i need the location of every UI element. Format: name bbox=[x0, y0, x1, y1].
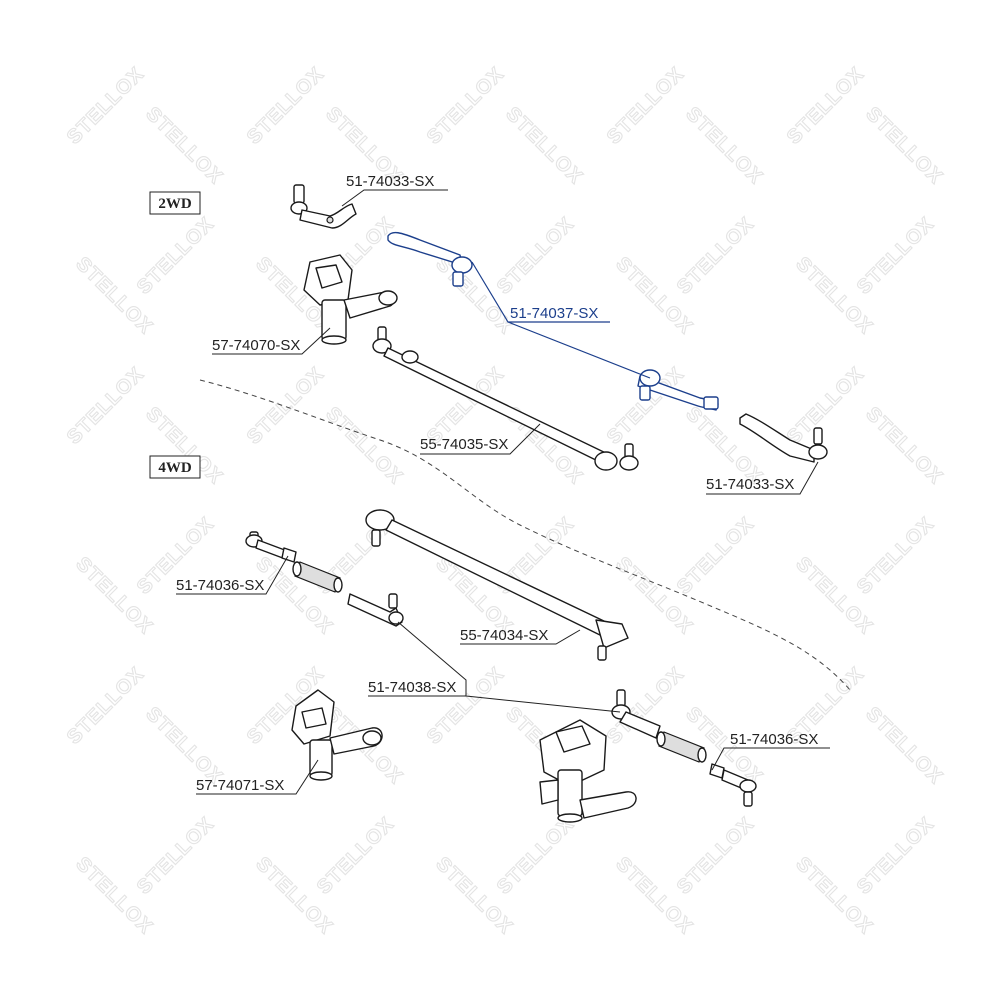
section-divider bbox=[199, 379, 851, 691]
watermark-text: STELLOX bbox=[853, 813, 939, 899]
watermark-text: STELLOX bbox=[133, 213, 219, 299]
watermark-text: STELLOX bbox=[243, 363, 329, 449]
idler-arm-2wd-part[interactable] bbox=[303, 254, 398, 345]
tie-rod-assembly-part[interactable] bbox=[387, 231, 719, 411]
center-link-2wd-part[interactable] bbox=[372, 326, 639, 471]
section-2wd-box: 2WD bbox=[149, 191, 201, 215]
label-center-link-4wd: 55-74034-SX bbox=[460, 627, 548, 644]
label-tie-rod-assembly: 51-74037-SX bbox=[510, 305, 598, 322]
adjusting-sleeve-left-part[interactable] bbox=[292, 561, 343, 593]
label-outer-end-4wd: 51-74038-SX bbox=[368, 679, 456, 696]
label-idler-arm-4wd: 57-74071-SX bbox=[196, 777, 284, 794]
label-idler-arm-2wd: 57-74070-SX bbox=[212, 337, 300, 354]
section-4wd-box: 4WD bbox=[149, 455, 201, 479]
label-center-link-2wd: 55-74035-SX bbox=[420, 436, 508, 453]
watermark-text: STELLOX bbox=[673, 513, 759, 599]
watermark-text: STELLOX bbox=[313, 813, 399, 899]
watermark-text: STELLOX bbox=[493, 813, 579, 899]
watermark-text: STELLOX bbox=[783, 363, 869, 449]
section-4wd-label: 4WD bbox=[158, 460, 192, 476]
idler-arm-4wd-part[interactable] bbox=[291, 689, 383, 781]
watermark-text: STELLOX bbox=[853, 513, 939, 599]
watermark-text: STELLOX bbox=[501, 103, 587, 189]
label-tie-rod-end-top: 51-74033-SX bbox=[346, 173, 434, 190]
outer-end-4wd-right-part[interactable] bbox=[611, 689, 661, 739]
watermark-text: STELLOX bbox=[861, 703, 947, 789]
label-tie-rod-end-right: 51-74033-SX bbox=[706, 476, 794, 493]
inner-end-left-part[interactable] bbox=[245, 531, 297, 563]
tie-rod-end-top-part[interactable] bbox=[290, 184, 357, 229]
watermark-text: STELLOX bbox=[861, 103, 947, 189]
leader-lines bbox=[176, 189, 830, 795]
watermark-text: STELLOX bbox=[63, 63, 149, 149]
watermark-text: STELLOX bbox=[603, 63, 689, 149]
watermark-text: STELLOX bbox=[673, 213, 759, 299]
watermark-text: STELLOX bbox=[673, 813, 759, 899]
watermark-text: STELLOX bbox=[423, 663, 509, 749]
watermark-text: STELLOX bbox=[681, 103, 767, 189]
watermark-text: STELLOX bbox=[243, 63, 329, 149]
watermark-text: STELLOX bbox=[321, 403, 407, 489]
inner-end-right-part[interactable] bbox=[709, 763, 757, 807]
watermark-text: STELLOX bbox=[853, 213, 939, 299]
watermark-text: STELLOX bbox=[141, 703, 227, 789]
watermark-text: STELLOX bbox=[133, 813, 219, 899]
watermark-text: STELLOX bbox=[63, 663, 149, 749]
watermark-text: STELLOX bbox=[861, 403, 947, 489]
tie-rod-end-right-part[interactable] bbox=[739, 413, 828, 463]
label-inner-end-left: 51-74036-SX bbox=[176, 577, 264, 594]
watermark-text: STELLOX bbox=[493, 213, 579, 299]
adjusting-sleeve-right-part[interactable] bbox=[656, 731, 707, 763]
outer-end-4wd-left-part[interactable] bbox=[347, 593, 404, 627]
section-2wd-label: 2WD bbox=[158, 196, 192, 212]
center-link-4wd-part[interactable] bbox=[365, 509, 629, 661]
steering-gearbox-part[interactable] bbox=[539, 719, 637, 823]
watermark-text: STELLOX bbox=[63, 363, 149, 449]
label-inner-end-right: 51-74036-SX bbox=[730, 731, 818, 748]
watermark-text: STELLOX bbox=[141, 103, 227, 189]
watermark-text: STELLOX bbox=[783, 63, 869, 149]
watermark-text: STELLOX bbox=[423, 63, 509, 149]
